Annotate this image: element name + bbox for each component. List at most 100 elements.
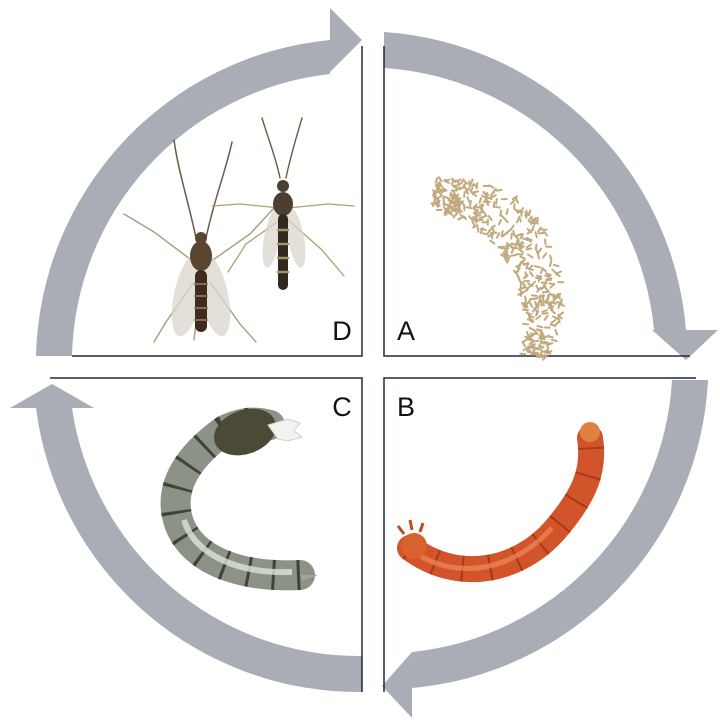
egg	[517, 218, 519, 223]
larva-illustration	[398, 422, 600, 569]
egg	[550, 261, 552, 266]
egg	[523, 310, 528, 311]
egg	[462, 216, 466, 219]
egg	[499, 220, 501, 224]
egg	[548, 274, 549, 279]
egg	[523, 290, 528, 292]
egg	[436, 178, 438, 183]
egg	[507, 209, 508, 214]
egg	[519, 249, 523, 252]
egg	[507, 251, 508, 256]
egg	[497, 233, 499, 237]
egg	[474, 207, 479, 208]
egg	[552, 340, 557, 341]
egg	[543, 253, 546, 257]
egg	[469, 181, 470, 186]
egg	[530, 344, 535, 346]
egg	[541, 269, 544, 273]
egg	[472, 185, 473, 190]
egg	[538, 228, 541, 232]
egg	[491, 233, 492, 238]
egg	[528, 255, 532, 258]
egg	[458, 217, 462, 219]
egg	[534, 341, 539, 342]
egg	[540, 347, 543, 351]
egg	[536, 286, 538, 290]
egg	[532, 295, 537, 296]
egg	[439, 177, 442, 181]
egg	[538, 249, 541, 253]
egg	[539, 296, 544, 297]
egg	[530, 302, 532, 306]
egg	[545, 240, 546, 245]
egg	[550, 256, 551, 261]
egg	[469, 216, 472, 220]
adult-midge-right	[212, 118, 354, 290]
egg	[530, 272, 533, 276]
egg	[538, 254, 539, 259]
egg	[494, 202, 495, 207]
egg	[472, 221, 474, 226]
egg	[538, 301, 539, 306]
egg	[559, 313, 563, 316]
egg	[501, 231, 502, 236]
egg	[542, 310, 547, 312]
egg	[521, 242, 522, 247]
egg	[478, 220, 483, 221]
egg	[516, 198, 518, 203]
egg	[533, 298, 538, 299]
stage-label-c: C	[332, 392, 352, 422]
egg	[481, 229, 486, 230]
egg	[535, 266, 540, 267]
egg	[506, 230, 510, 233]
egg	[512, 247, 517, 248]
egg	[539, 233, 544, 234]
egg	[456, 180, 461, 182]
egg	[521, 262, 525, 264]
egg	[556, 274, 560, 277]
egg	[557, 302, 562, 303]
egg	[489, 216, 492, 220]
egg	[478, 227, 479, 232]
egg	[527, 249, 532, 250]
adult-midge-left	[124, 140, 274, 342]
pupa-illustration	[176, 400, 318, 581]
egg	[533, 307, 536, 311]
egg	[467, 207, 472, 208]
egg	[470, 201, 471, 206]
egg	[519, 288, 524, 290]
egg	[489, 185, 494, 187]
egg	[451, 205, 455, 208]
egg	[497, 190, 502, 191]
egg	[524, 286, 528, 289]
egg	[533, 226, 534, 231]
egg	[504, 219, 507, 223]
egg	[487, 230, 490, 234]
egg	[545, 316, 548, 320]
egg	[495, 207, 500, 208]
egg-mass-illustration	[432, 177, 565, 359]
egg	[477, 183, 478, 188]
egg	[552, 320, 556, 323]
egg	[517, 234, 522, 236]
egg	[529, 210, 530, 215]
egg	[480, 198, 482, 203]
egg	[464, 180, 468, 183]
egg	[536, 232, 537, 237]
egg	[538, 326, 543, 327]
egg	[517, 275, 519, 279]
egg	[511, 234, 512, 239]
egg	[551, 310, 555, 313]
egg	[548, 336, 553, 337]
egg	[520, 257, 524, 259]
egg	[543, 292, 548, 293]
egg	[551, 325, 556, 326]
egg	[527, 245, 531, 248]
egg	[512, 255, 517, 256]
egg	[540, 355, 545, 356]
egg	[500, 215, 504, 218]
egg	[519, 217, 520, 222]
egg	[541, 338, 542, 343]
stage-label-a: A	[397, 316, 415, 346]
